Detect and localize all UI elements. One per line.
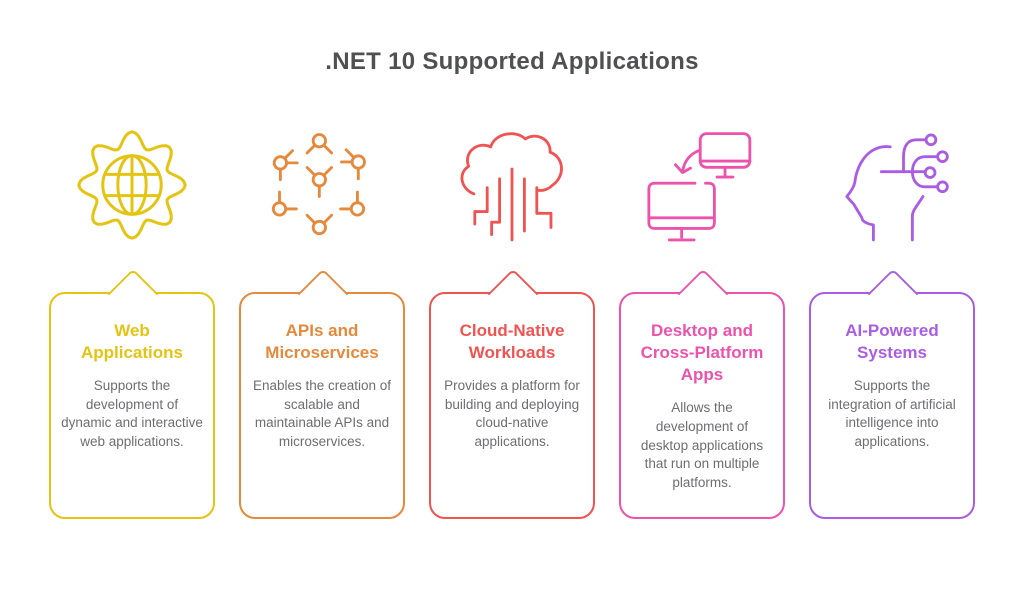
cloud-circuit-icon: [460, 132, 563, 242]
network-nodes-icon: [271, 133, 366, 236]
card-title: Web Applications: [80, 321, 183, 363]
card-pointer: [107, 268, 159, 320]
card-pointer: [487, 268, 539, 320]
gear-globe-icon: [77, 130, 187, 240]
column-apis-microservices: APIs and Microservices Enables the creat…: [239, 122, 405, 519]
card-title: APIs and Microservices: [265, 321, 379, 363]
column-ai-powered: AI-Powered Systems Supports the integrat…: [809, 122, 975, 519]
card-title: Cloud-Native Workloads: [459, 321, 565, 363]
card-description: Supports the development of dynamic and …: [61, 378, 203, 450]
card-pointer: [297, 268, 349, 320]
card-web-applications: Web Applications Supports the developmen…: [49, 268, 215, 519]
icon-wrap: [260, 122, 384, 248]
card-description: Enables the creation of scalable and mai…: [252, 378, 392, 450]
card-title: Desktop and Cross-Platform Apps: [640, 321, 764, 385]
icon-wrap: [450, 122, 574, 248]
card-description: Provides a platform for building and dep…: [444, 378, 580, 450]
icon-wrap: [70, 122, 194, 248]
page-title: .NET 10 Supported Applications: [325, 48, 699, 75]
card-pointer: [677, 268, 729, 320]
card-cloud-native: Cloud-Native Workloads Provides a platfo…: [429, 268, 595, 519]
card-description: Supports the integration of artificial i…: [828, 378, 956, 450]
icon-wrap: [640, 122, 764, 248]
column-desktop-cross-platform: Desktop and Cross-Platform Apps Allows t…: [619, 122, 785, 519]
monitors-sync-icon: [647, 132, 752, 242]
card-ai-powered: AI-Powered Systems Supports the integrat…: [809, 268, 975, 519]
column-cloud-native: Cloud-Native Workloads Provides a platfo…: [429, 122, 595, 519]
card-apis-microservices: APIs and Microservices Enables the creat…: [239, 268, 405, 519]
card-desktop-cross-platform: Desktop and Cross-Platform Apps Allows t…: [619, 268, 785, 519]
card-pointer: [867, 268, 919, 320]
ai-head-circuit-icon: [845, 133, 949, 242]
card-description: Allows the development of desktop applic…: [640, 400, 764, 490]
column-web-applications: Web Applications Supports the developmen…: [49, 122, 215, 519]
cards-row: Web Applications Supports the developmen…: [0, 122, 1024, 519]
card-title: AI-Powered Systems: [845, 321, 939, 363]
icon-wrap: [830, 122, 954, 248]
